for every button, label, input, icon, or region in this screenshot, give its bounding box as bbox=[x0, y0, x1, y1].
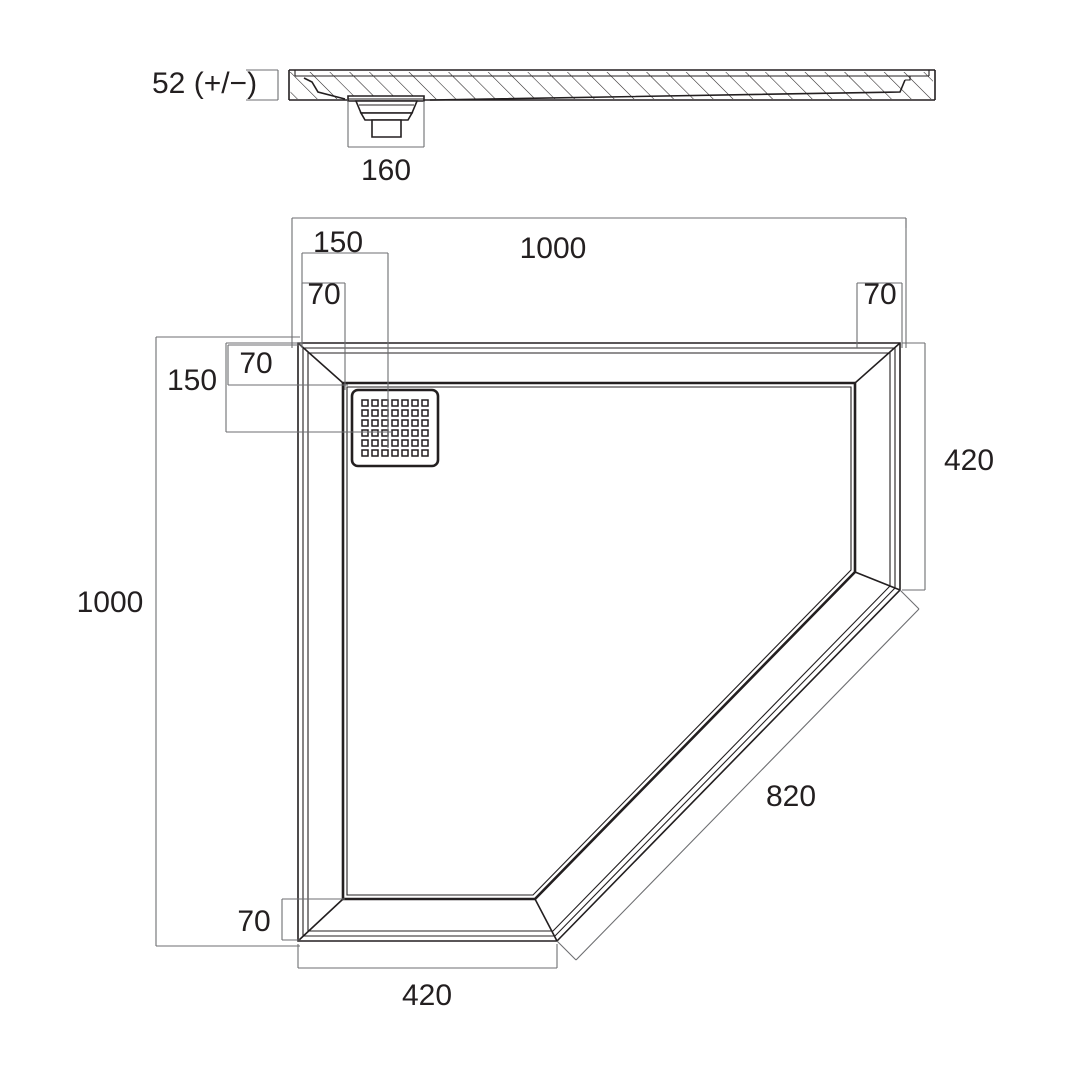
label-top-70-right: 70 bbox=[863, 278, 896, 311]
dimension-top-70-right bbox=[856, 282, 903, 348]
label-top-overall: 1000 bbox=[520, 232, 587, 265]
section-height-dimension bbox=[246, 69, 279, 101]
label-left-70-top: 70 bbox=[239, 347, 272, 380]
tray-outer-outline bbox=[297, 342, 901, 942]
section-view-group bbox=[246, 69, 936, 148]
dimension-bottom-420 bbox=[297, 944, 558, 969]
corner-mitre-lines bbox=[297, 342, 901, 942]
dimension-top-70-left bbox=[301, 282, 346, 390]
dimension-top-1000 bbox=[291, 217, 907, 348]
drain-width-dimension bbox=[347, 101, 425, 148]
drain-assembly-section bbox=[347, 95, 425, 138]
dimension-diagonal-820 bbox=[556, 589, 920, 961]
label-left-70-bottom: 70 bbox=[237, 905, 270, 938]
tray-inner-floor-outline bbox=[341, 381, 857, 901]
label-left-150: 150 bbox=[167, 364, 217, 397]
label-bottom-420: 420 bbox=[402, 979, 452, 1012]
dimension-left-150 bbox=[225, 342, 392, 433]
tray-rim-bands bbox=[302, 347, 896, 937]
tray-section-profile bbox=[288, 69, 936, 101]
label-right-420: 420 bbox=[944, 444, 994, 477]
label-drain-width: 160 bbox=[361, 154, 411, 187]
grate-perforations bbox=[361, 399, 429, 457]
dimension-labels-group: 52 (+/−) 160 1000 150 70 70 1000 150 70 … bbox=[77, 67, 994, 1012]
dimension-left-1000 bbox=[155, 336, 300, 947]
dimension-left-70-top bbox=[227, 344, 348, 386]
label-section-height: 52 (+/−) bbox=[152, 67, 257, 100]
label-top-150: 150 bbox=[313, 226, 363, 259]
plan-view-group bbox=[155, 217, 926, 969]
drain-grate bbox=[350, 388, 440, 468]
label-top-70-left: 70 bbox=[307, 278, 340, 311]
dimension-left-70-bottom bbox=[281, 898, 345, 941]
dimension-right-420 bbox=[902, 342, 926, 591]
label-diagonal-820: 820 bbox=[766, 780, 816, 813]
label-left-overall: 1000 bbox=[77, 586, 144, 619]
